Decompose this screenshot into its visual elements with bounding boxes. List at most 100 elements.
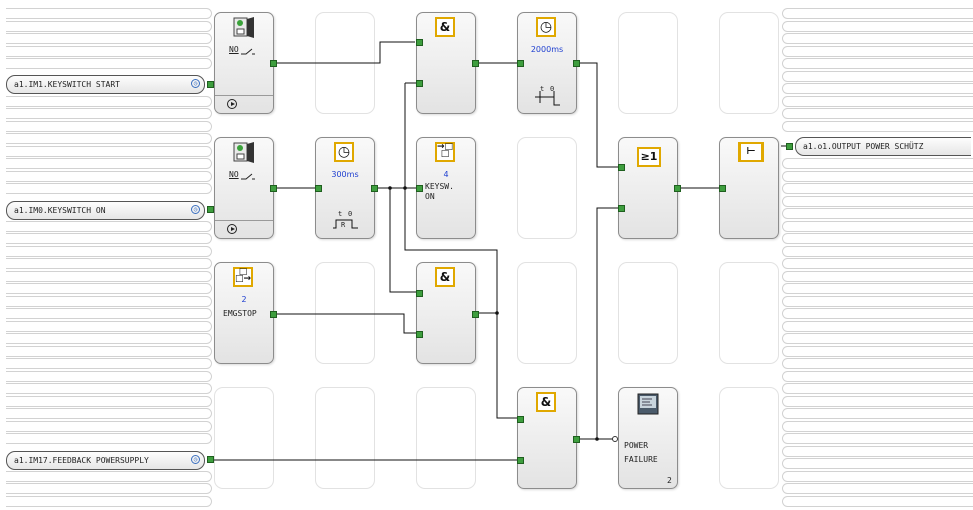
input-rail-line [6,96,212,107]
message-block-power-failure[interactable]: POWER FAILURE 2 [618,387,678,489]
output-rail-line [782,458,973,469]
output-block[interactable]: ⊢ [719,137,779,239]
flag-number: 2 [241,295,247,304]
empty-slot[interactable] [214,387,274,489]
output-rail-line [782,471,973,482]
output-rail-line [782,233,973,244]
empty-slot[interactable] [618,12,678,114]
input-tag-label: a1.IM0.KEYSWITCH ON [14,206,106,215]
input-rail-line [6,308,212,319]
output-rail-line [782,83,973,94]
input-tag-keyswitch-start[interactable]: a1.IM1.KEYSWITCH START ◷ [6,75,205,94]
contact-block-2[interactable]: NO [214,137,277,239]
empty-slot[interactable] [416,387,476,489]
timer-block-300ms[interactable]: ◷ 300ms t 0 R [315,137,378,239]
contact-type-label: NO [229,170,239,179]
contact-block-1[interactable]: NO [214,12,277,114]
flag-label-line2: ON [425,192,435,201]
block-input-pin[interactable] [618,164,625,171]
flag-label: EMGSTOP [223,309,257,318]
input-tag-label: a1.IM17.FEEDBACK POWERSUPPLY [14,456,149,465]
input-pin[interactable] [207,81,214,88]
input-pin[interactable] [207,456,214,463]
output-rail-line [782,308,973,319]
flag-block-emgstop[interactable]: □□→ 2 EMGSTOP [214,262,277,364]
block-output-pin[interactable] [573,436,580,443]
play-icon[interactable] [227,224,237,234]
block-output-pin[interactable] [270,185,277,192]
block-input-pin[interactable] [517,457,524,464]
empty-slot[interactable] [315,262,375,364]
contact-symbol [241,48,255,55]
input-rail-line [6,221,212,232]
empty-slot[interactable] [517,262,577,364]
empty-slot[interactable] [315,387,375,489]
block-input-pin[interactable] [618,205,625,212]
timer-pulse-icon [333,219,358,229]
input-rail-line [6,296,212,307]
and-block-1[interactable]: & [416,12,479,114]
output-rail-line [782,258,973,269]
empty-slot[interactable] [618,262,678,364]
flag-output-icon: □□→ [233,267,253,287]
output-rail-line [782,371,973,382]
input-rail-line [6,271,212,282]
output-rail-line [782,158,973,169]
empty-slot[interactable] [719,12,779,114]
or-block[interactable]: ≥1 [618,137,681,239]
block-output-pin[interactable] [270,60,277,67]
block-output-pin[interactable] [270,311,277,318]
output-rail-line [782,446,973,457]
block-input-pin[interactable] [315,185,322,192]
output-rail-line [782,296,973,307]
clock-icon: ◷ [191,205,200,214]
block-input-pin[interactable] [416,185,423,192]
input-rail-line [6,396,212,407]
block-input-pin[interactable] [416,39,423,46]
input-rail-line [6,246,212,257]
block-input-pin[interactable] [719,185,726,192]
contact-switch-icon [233,17,254,38]
input-rail-line [6,46,212,57]
and-block-3[interactable]: & [517,387,580,489]
output-tag-power-schuetz[interactable]: a1.o1.OUTPUT POWER SCHÜTZ [795,137,971,156]
block-output-pin[interactable] [674,185,681,192]
timer-0: 0 [348,210,353,218]
output-rail-line [782,108,973,119]
output-rail-line [782,96,973,107]
block-output-pin[interactable] [371,185,378,192]
and-block-2[interactable]: & [416,262,479,364]
input-pin[interactable] [207,206,214,213]
flag-block-keysw[interactable]: →□□ 4 KEYSW. ON [416,137,476,239]
output-rail-line [782,408,973,419]
output-rail-line [782,33,973,44]
clock-icon: ◷ [334,142,354,162]
block-output-pin[interactable] [472,60,479,67]
input-tag-keyswitch-on[interactable]: a1.IM0.KEYSWITCH ON ◷ [6,201,205,220]
block-input-pin[interactable] [416,290,423,297]
input-rail-line [6,183,212,194]
block-input-pin[interactable] [517,416,524,423]
empty-slot[interactable] [719,387,779,489]
block-input-pin[interactable] [517,60,524,67]
output-rail-line [782,283,973,294]
empty-slot[interactable] [719,262,779,364]
block-input-pin[interactable] [416,331,423,338]
output-rail-line [782,196,973,207]
empty-slot[interactable] [517,137,577,239]
input-rail-line [6,146,212,157]
output-rail-line [782,58,973,69]
input-tag-feedback-powersupply[interactable]: a1.IM17.FEEDBACK POWERSUPPLY ◷ [6,451,205,470]
block-output-pin[interactable] [472,311,479,318]
clock-icon: ◷ [536,17,556,37]
message-label-line2: FAILURE [624,455,658,464]
play-icon[interactable] [227,99,237,109]
block-input-pin[interactable] [416,80,423,87]
input-rail-line [6,58,212,69]
timer-block-2000ms[interactable]: ◷ 2000ms t 0 [517,12,580,114]
output-pin[interactable] [786,143,793,150]
block-output-pin[interactable] [573,60,580,67]
input-rail-line [6,158,212,169]
